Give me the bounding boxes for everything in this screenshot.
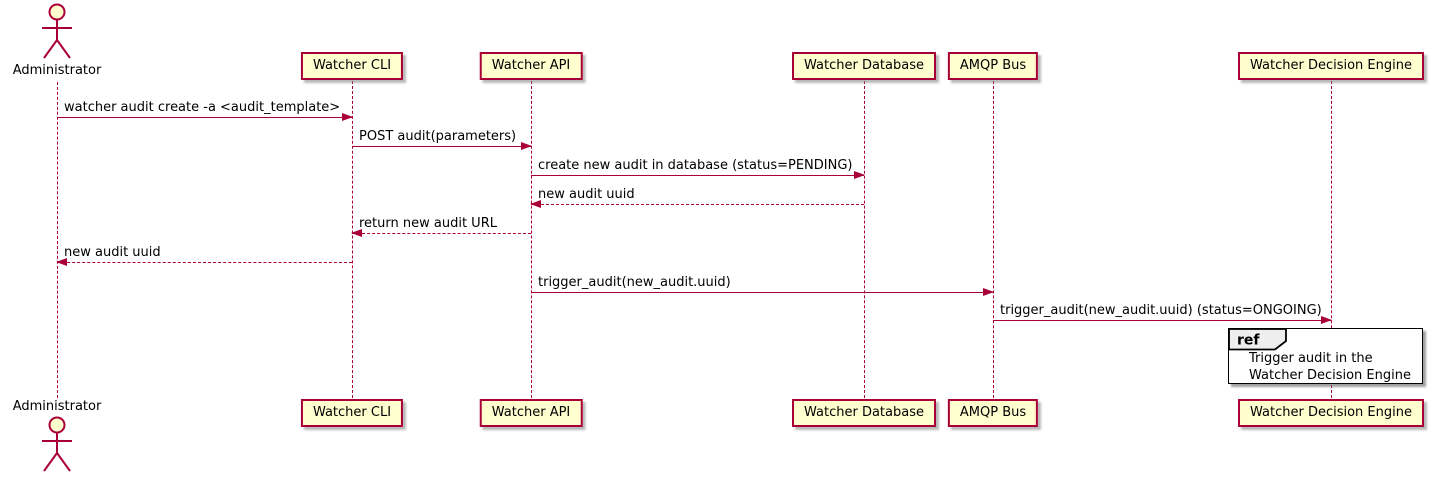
ref-fragment: ref Trigger audit in the Watcher Decisio… — [1228, 328, 1423, 384]
ref-text: Trigger audit in the Watcher Decision En… — [1249, 350, 1418, 384]
message-return-audit-url: return new audit URL — [351, 216, 531, 237]
arrowhead-left-icon — [56, 257, 67, 266]
arrowhead-right-icon — [521, 141, 532, 150]
participant-watcher-decision-engine-top: Watcher Decision Engine — [1238, 52, 1424, 80]
participant-watcher-database-bottom: Watcher Database — [792, 399, 936, 427]
actor-icon — [42, 3, 72, 59]
message-label: trigger_audit(new_audit.uuid) (status=ON… — [1000, 303, 1322, 318]
message-label: watcher audit create -a <audit_template> — [64, 100, 341, 115]
message-label: new audit uuid — [538, 187, 635, 202]
message-create-audit-db: create new audit in database (status=PEN… — [531, 158, 865, 179]
lifeline-administrator — [56, 82, 58, 398]
message-trigger-audit-ongoing: trigger_audit(new_audit.uuid) (status=ON… — [993, 303, 1332, 324]
arrowhead-right-icon — [1321, 315, 1332, 324]
message-label: create new audit in database (status=PEN… — [538, 158, 853, 173]
participant-watcher-database-top: Watcher Database — [792, 52, 936, 80]
arrowhead-right-icon — [983, 287, 994, 296]
participant-watcher-api-bottom: Watcher API — [479, 399, 583, 427]
message-label: trigger_audit(new_audit.uuid) — [538, 275, 731, 290]
participant-watcher-cli-bottom: Watcher CLI — [300, 399, 404, 427]
message-audit-create: watcher audit create -a <audit_template> — [57, 100, 353, 121]
arrowhead-left-icon — [530, 199, 541, 208]
participant-watcher-api-top: Watcher API — [479, 52, 583, 80]
lifeline-watcher-api — [530, 81, 532, 398]
lifeline-watcher-cli — [351, 81, 353, 398]
actor-icon — [42, 416, 72, 472]
ref-text-line: Trigger audit in the — [1249, 351, 1373, 366]
participant-watcher-decision-engine-bottom: Watcher Decision Engine — [1238, 399, 1424, 427]
message-trigger-audit: trigger_audit(new_audit.uuid) — [531, 275, 994, 296]
message-label: new audit uuid — [64, 245, 161, 260]
actor-administrator-label-top: Administrator — [12, 63, 102, 78]
message-post-audit: POST audit(parameters) — [352, 129, 532, 150]
message-new-audit-uuid-db: new audit uuid — [530, 187, 864, 208]
lifeline-amqp-bus — [992, 81, 994, 398]
participant-amqp-bus-top: AMQP Bus — [947, 52, 1039, 80]
arrowhead-right-icon — [854, 170, 865, 179]
message-label: POST audit(parameters) — [359, 129, 517, 144]
ref-keyword: ref — [1237, 333, 1260, 349]
actor-administrator-label-bottom: Administrator — [12, 399, 102, 414]
arrowhead-left-icon — [351, 228, 362, 237]
ref-text-line: Watcher Decision Engine — [1249, 368, 1411, 383]
ref-header: ref — [1228, 328, 1287, 351]
arrowhead-right-icon — [342, 112, 353, 121]
lifeline-watcher-database — [863, 81, 865, 398]
participant-amqp-bus-bottom: AMQP Bus — [947, 399, 1039, 427]
message-new-audit-uuid-cli: new audit uuid — [56, 245, 352, 266]
message-label: return new audit URL — [359, 216, 497, 231]
participant-watcher-cli-top: Watcher CLI — [300, 52, 404, 80]
lifeline-watcher-decision-engine — [1330, 81, 1332, 398]
